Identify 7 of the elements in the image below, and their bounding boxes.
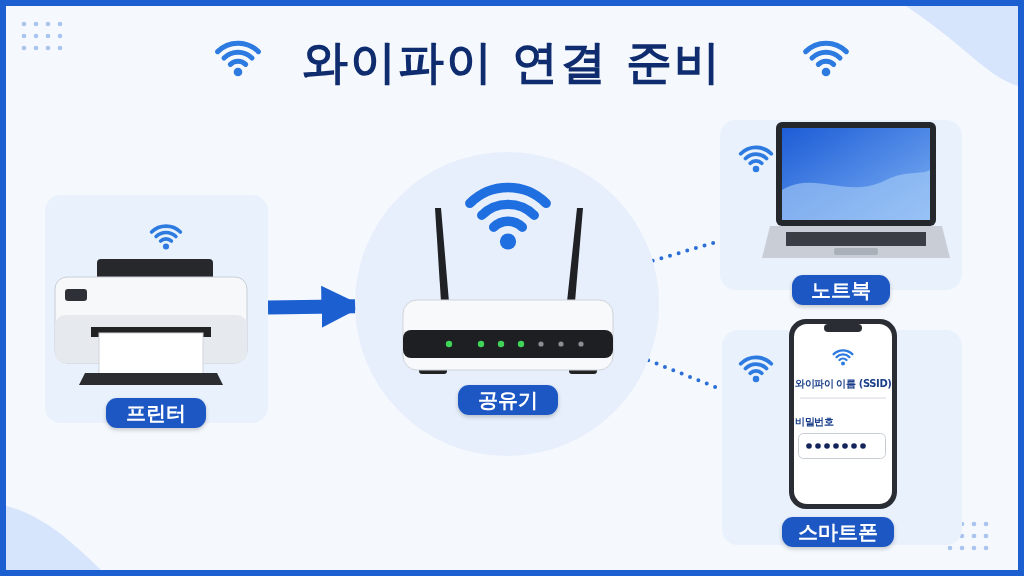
- title: 와이파이 연결 준비: [302, 35, 722, 89]
- device-label: 프린터: [106, 398, 206, 428]
- device-label: 스마트폰: [782, 517, 894, 547]
- password-label: 비밀번호: [795, 415, 834, 429]
- device-label: 공유기: [458, 385, 558, 415]
- device-label: 노트북: [792, 275, 890, 305]
- ssid-label: 와이파이 이름 (SSID): [795, 377, 892, 391]
